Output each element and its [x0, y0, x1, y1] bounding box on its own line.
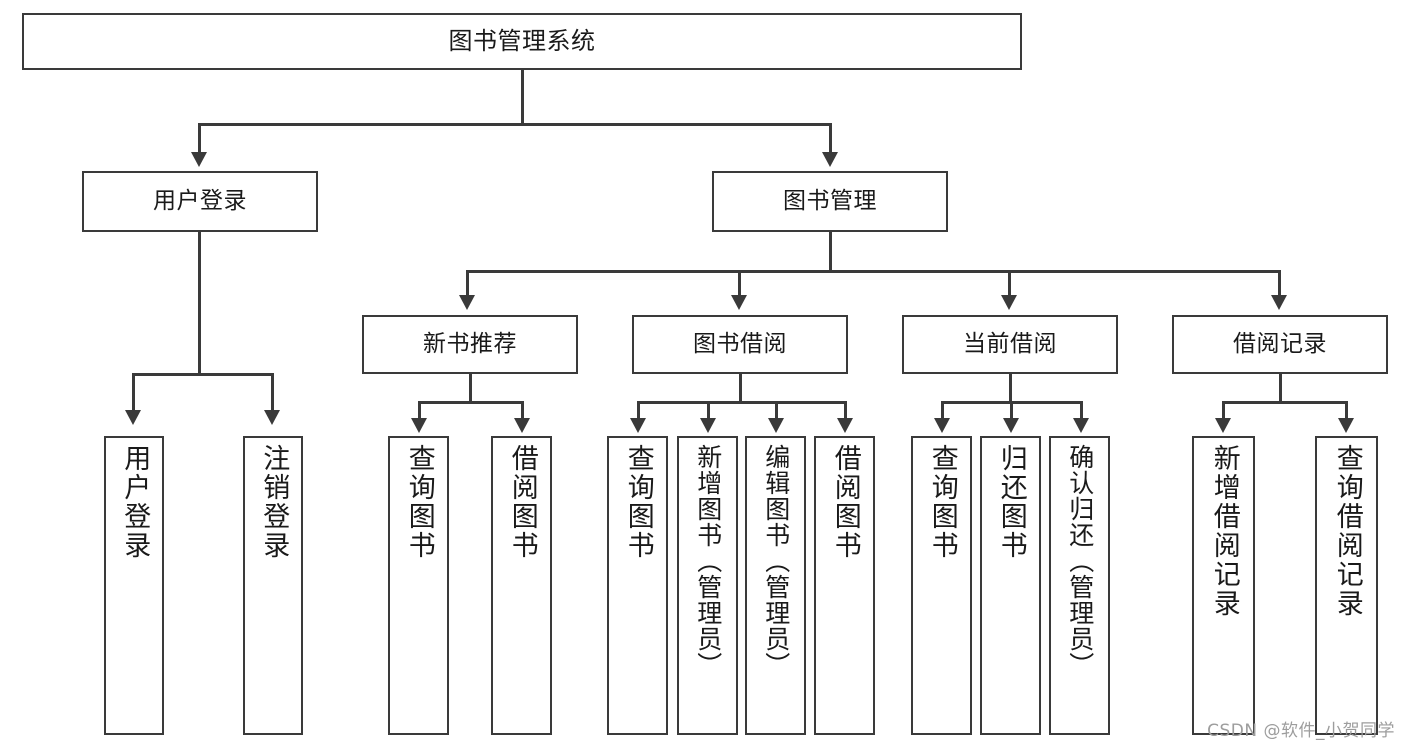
- leaf-book-borrow-query[interactable]: 查询图书: [607, 436, 668, 735]
- leaf-borrow-record-add[interactable]: 新增借阅记录: [1192, 436, 1255, 735]
- node-new-book-recommend[interactable]: 新书推荐: [362, 315, 578, 374]
- arrowhead-book-borrow-4: [837, 418, 853, 433]
- node-label: 图书借阅: [693, 330, 787, 357]
- arrowhead-user-login-1: [125, 410, 141, 425]
- connector-user-login-bus: [132, 373, 271, 376]
- arrowhead-new-book-1: [411, 418, 427, 433]
- connector-new-book-bus: [418, 401, 521, 404]
- leaf-user-login-login[interactable]: 用户登录: [104, 436, 164, 735]
- node-label: 确认归还（管理员）: [1065, 444, 1095, 678]
- connector-user-login-stem: [198, 232, 201, 375]
- node-label: 借阅记录: [1233, 330, 1327, 357]
- arrowhead-borrow-record-2: [1338, 418, 1354, 433]
- node-book-borrow[interactable]: 图书借阅: [632, 315, 848, 374]
- leaf-current-borrow-confirm-return[interactable]: 确认归还（管理员）: [1049, 436, 1110, 735]
- connector-current-borrow-drop-1: [941, 401, 944, 419]
- node-borrow-record[interactable]: 借阅记录: [1172, 315, 1388, 374]
- connector-book-mgmt-drop-2: [738, 270, 741, 296]
- node-label: 用户登录: [153, 187, 247, 214]
- arrowhead-book-mgmt-1: [459, 295, 475, 310]
- connector-new-book-drop-2: [521, 401, 524, 419]
- node-label: 用户登录: [119, 444, 151, 560]
- node-label: 归还图书: [995, 444, 1027, 560]
- leaf-book-borrow-edit[interactable]: 编辑图书（管理员）: [745, 436, 806, 735]
- arrowhead-book-borrow-3: [768, 418, 784, 433]
- connector-user-login-drop-2: [271, 373, 274, 411]
- node-current-borrow[interactable]: 当前借阅: [902, 315, 1118, 374]
- arrowhead-current-borrow-3: [1073, 418, 1089, 433]
- leaf-book-borrow-borrow[interactable]: 借阅图书: [814, 436, 875, 735]
- leaf-current-borrow-return[interactable]: 归还图书: [980, 436, 1041, 735]
- connector-current-borrow-drop-3: [1080, 401, 1083, 419]
- node-label: 当前借阅: [963, 330, 1057, 357]
- connector-root-to-user-login: [198, 123, 201, 153]
- connector-root-stem: [521, 70, 524, 124]
- connector-book-borrow-drop-2: [707, 401, 710, 419]
- connector-book-borrow-bus: [637, 401, 844, 404]
- node-label: 借阅图书: [506, 444, 538, 560]
- node-label: 查询图书: [622, 444, 654, 560]
- node-user-login[interactable]: 用户登录: [82, 171, 318, 232]
- arrowhead-borrow-record-1: [1215, 418, 1231, 433]
- node-label: 查询图书: [926, 444, 958, 560]
- connector-borrow-record-drop-1: [1222, 401, 1225, 419]
- connector-new-book-stem: [469, 374, 472, 403]
- node-label: 编辑图书（管理员）: [761, 444, 791, 678]
- arrowhead-book-borrow-2: [700, 418, 716, 433]
- connector-new-book-drop-1: [418, 401, 421, 419]
- connector-book-borrow-stem: [739, 374, 742, 403]
- connector-current-borrow-stem: [1009, 374, 1012, 403]
- node-label: 注销登录: [258, 444, 290, 560]
- node-label: 借阅图书: [829, 444, 861, 560]
- connector-borrow-record-drop-2: [1345, 401, 1348, 419]
- node-label: 图书管理: [783, 187, 877, 214]
- node-root-system[interactable]: 图书管理系统: [22, 13, 1022, 70]
- arrowhead-root-to-book-mgmt: [822, 152, 838, 167]
- connector-user-login-drop-1: [132, 373, 135, 411]
- arrowhead-new-book-2: [514, 418, 530, 433]
- leaf-book-borrow-add[interactable]: 新增图书（管理员）: [677, 436, 738, 735]
- connector-borrow-record-bus: [1222, 401, 1347, 404]
- node-label: 新增图书（管理员）: [693, 444, 723, 678]
- connector-borrow-record-stem: [1279, 374, 1282, 403]
- arrowhead-current-borrow-2: [1003, 418, 1019, 433]
- connector-root-bus: [198, 123, 831, 126]
- arrowhead-book-mgmt-3: [1001, 295, 1017, 310]
- node-label: 查询图书: [403, 444, 435, 560]
- connector-book-mgmt-bus: [466, 270, 1280, 273]
- leaf-new-book-borrow[interactable]: 借阅图书: [491, 436, 552, 735]
- node-label: 新书推荐: [423, 330, 517, 357]
- connector-book-borrow-drop-1: [637, 401, 640, 419]
- connector-current-borrow-drop-2: [1010, 401, 1013, 419]
- connector-book-borrow-drop-4: [844, 401, 847, 419]
- arrowhead-user-login-2: [264, 410, 280, 425]
- arrowhead-current-borrow-1: [934, 418, 950, 433]
- node-label: 查询借阅记录: [1331, 444, 1363, 618]
- arrowhead-root-to-user-login: [191, 152, 207, 167]
- node-label: 新增借阅记录: [1208, 444, 1240, 618]
- connector-book-mgmt-drop-3: [1008, 270, 1011, 296]
- connector-root-to-book-mgmt: [829, 123, 832, 153]
- node-label: 图书管理系统: [448, 27, 596, 56]
- arrowhead-book-mgmt-2: [731, 295, 747, 310]
- leaf-user-login-logout[interactable]: 注销登录: [243, 436, 303, 735]
- connector-book-mgmt-drop-1: [466, 270, 469, 296]
- connector-book-mgmt-stem: [829, 232, 832, 272]
- connector-book-borrow-drop-3: [775, 401, 778, 419]
- leaf-new-book-query[interactable]: 查询图书: [388, 436, 449, 735]
- arrowhead-book-mgmt-4: [1271, 295, 1287, 310]
- connector-book-mgmt-drop-4: [1278, 270, 1281, 296]
- node-book-management[interactable]: 图书管理: [712, 171, 948, 232]
- leaf-current-borrow-query[interactable]: 查询图书: [911, 436, 972, 735]
- leaf-borrow-record-query[interactable]: 查询借阅记录: [1315, 436, 1378, 735]
- arrowhead-book-borrow-1: [630, 418, 646, 433]
